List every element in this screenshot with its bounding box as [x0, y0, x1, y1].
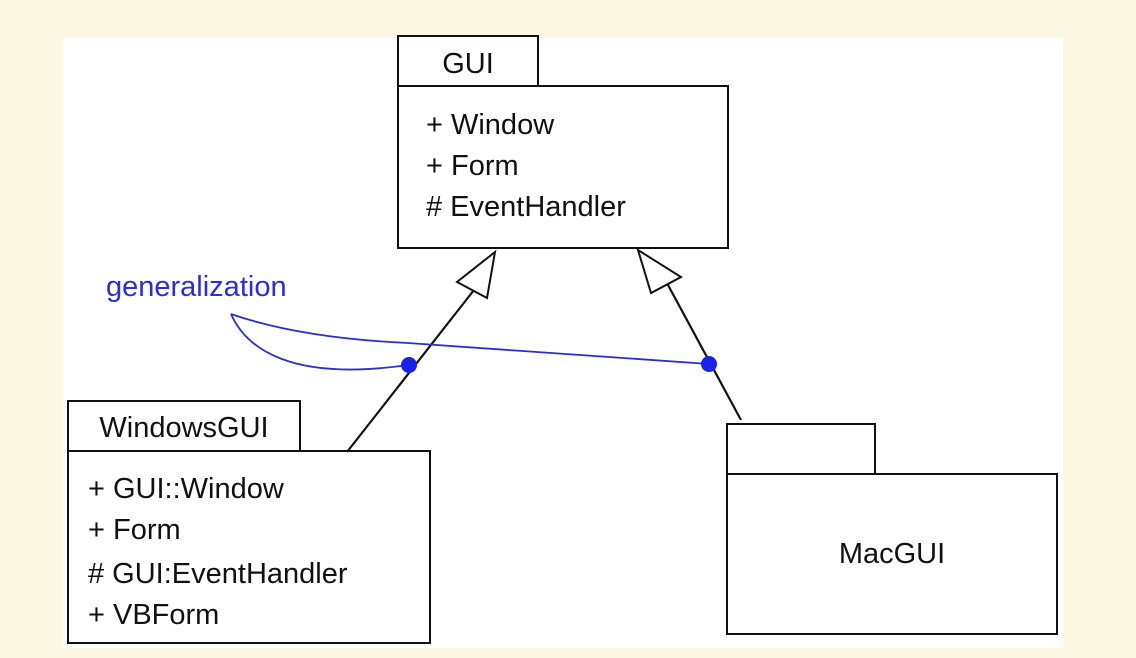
generalization-arrowhead [636, 247, 683, 295]
package-macgui[interactable]: MacGUI [726, 423, 1058, 635]
package-windowsgui-member: + VBForm [88, 599, 219, 631]
annotation-dot-left [401, 357, 417, 373]
package-windowsgui-member: + GUI::Window [88, 473, 285, 505]
package-macgui-name: MacGUI [839, 538, 945, 570]
generalization-line [667, 284, 742, 421]
annotation-callout-curve [230, 313, 409, 371]
generalization-macgui-to-gui[interactable] [636, 247, 742, 421]
annotation-connector-line [230, 313, 710, 365]
package-gui-member: + Form [426, 150, 519, 182]
package-gui-tab [397, 35, 539, 87]
package-gui-body [397, 85, 729, 249]
package-gui-name: GUI [442, 48, 494, 80]
package-windowsgui[interactable]: WindowsGUI + GUI::Window + Form # GUI:Ev… [67, 400, 431, 644]
generalization-arrowhead [455, 249, 497, 300]
package-windowsgui-name: WindowsGUI [99, 412, 268, 444]
package-windowsgui-body [67, 450, 431, 644]
package-macgui-tab [726, 423, 876, 475]
package-macgui-body [726, 473, 1058, 635]
package-gui-member: + Window [426, 109, 555, 141]
package-gui[interactable]: GUI + Window + Form # EventHandler [397, 35, 729, 249]
annotation-label: generalization [106, 271, 287, 303]
package-windowsgui-tab [67, 400, 301, 452]
package-windowsgui-member: + Form [88, 514, 181, 546]
generalization-annotation: generalization [106, 271, 717, 373]
package-gui-member: # EventHandler [426, 191, 626, 223]
package-windowsgui-member: # GUI:EventHandler [88, 558, 348, 590]
annotation-dot-right [701, 356, 717, 372]
